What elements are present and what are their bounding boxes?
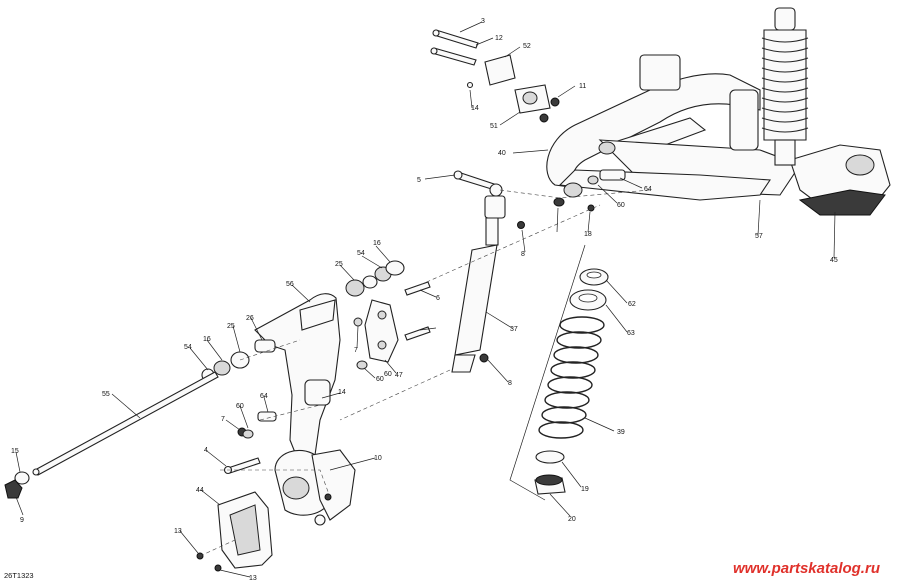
assembly-lines (199, 189, 651, 557)
callout: 25 (335, 261, 343, 268)
callout: 56 (286, 281, 294, 288)
nut-20 (534, 474, 566, 495)
callout: 3 (481, 18, 485, 25)
callout: 25 (227, 323, 235, 330)
bolt-10 (324, 493, 332, 501)
washer-15 (14, 471, 30, 485)
bushing-60 (587, 175, 599, 185)
callout: 63 (627, 330, 635, 337)
callout: 26 (246, 315, 254, 322)
callout: 47 (395, 372, 403, 379)
callout: 19 (581, 486, 589, 493)
lower-a-arm (254, 293, 356, 526)
callout: 60 (384, 371, 392, 378)
callout: 4 (204, 447, 208, 454)
bushing-60c (356, 360, 368, 370)
watermark: www.partskatalog.ru (733, 560, 880, 577)
callout: 60 (236, 403, 244, 410)
callout: 14 (338, 389, 346, 396)
callout: 44 (196, 487, 204, 494)
callout: 9 (20, 517, 24, 524)
callout: 8 (521, 251, 525, 258)
bushing-60d (242, 429, 254, 439)
bolt-5 (453, 170, 501, 192)
callout: 13 (174, 528, 182, 535)
bolt-12 (430, 47, 477, 66)
callout: 10 (374, 455, 382, 462)
callout: 8 (508, 380, 512, 387)
sleeve-64 (599, 169, 626, 181)
leader-lines (15, 21, 836, 578)
spring-group-bracket (509, 244, 586, 501)
knuckle-bracket (789, 144, 891, 216)
bushing-51 (514, 84, 551, 114)
guard-44 (217, 491, 273, 569)
bolt-4 (223, 457, 261, 475)
nut-8 (517, 221, 525, 229)
bushing-52 (484, 54, 516, 86)
bracket-47 (364, 299, 399, 363)
callout: 14 (471, 105, 479, 112)
callout: 6 (436, 295, 440, 302)
spring-seat-63 (569, 289, 607, 311)
callout: 62 (628, 301, 636, 308)
spring-seat-62 (579, 268, 609, 286)
callout: 7 (221, 416, 225, 423)
callout: 15 (11, 448, 19, 455)
sleeve-64b (257, 411, 277, 422)
upper-a-arm (546, 54, 801, 201)
callout: 52 (523, 43, 531, 50)
callout: 55 (102, 391, 110, 398)
coil-spring-39 (538, 316, 605, 439)
callout: 5 (417, 177, 421, 184)
screw-13b (214, 564, 222, 572)
callout: 57 (755, 233, 763, 240)
drawing-code: 26T1323 (4, 571, 34, 580)
callout: 39 (617, 429, 625, 436)
bolt-3 (432, 29, 479, 49)
callout: 40 (498, 150, 506, 157)
callout: 18 (584, 231, 592, 238)
callout: 20 (568, 516, 576, 523)
callout: 7 (354, 347, 358, 354)
callout: 51 (490, 123, 498, 130)
callout: 54 (357, 250, 365, 257)
callout: 45 (830, 257, 838, 264)
nut-8b (479, 353, 489, 363)
callout: 60 (617, 202, 625, 209)
shock-absorber-37 (451, 183, 506, 373)
washer-14 (466, 81, 474, 89)
ring-19 (535, 450, 565, 464)
callout: 54 (184, 344, 192, 351)
callout: 64 (260, 393, 268, 400)
callout: 64 (644, 186, 652, 193)
callout: 37 (510, 326, 518, 333)
callout: 12 (495, 35, 503, 42)
callout: 13 (249, 575, 257, 582)
bushing-60b (553, 197, 565, 207)
callout: 16 (373, 240, 381, 247)
callout-labels: 3 12 52 11 14 51 40 5 64 60 18 8 57 45 1… (11, 18, 838, 582)
shaft-55 (32, 371, 219, 476)
nut-7 (353, 317, 363, 327)
nut-11 (550, 97, 560, 107)
nut-9 (4, 479, 23, 499)
callout: 16 (203, 336, 211, 343)
callout: 60 (376, 376, 384, 383)
bushing-stack-upper (345, 260, 405, 297)
upper-shock-absorber (761, 7, 809, 166)
callout: 11 (579, 83, 586, 90)
nut-11b (539, 113, 549, 123)
